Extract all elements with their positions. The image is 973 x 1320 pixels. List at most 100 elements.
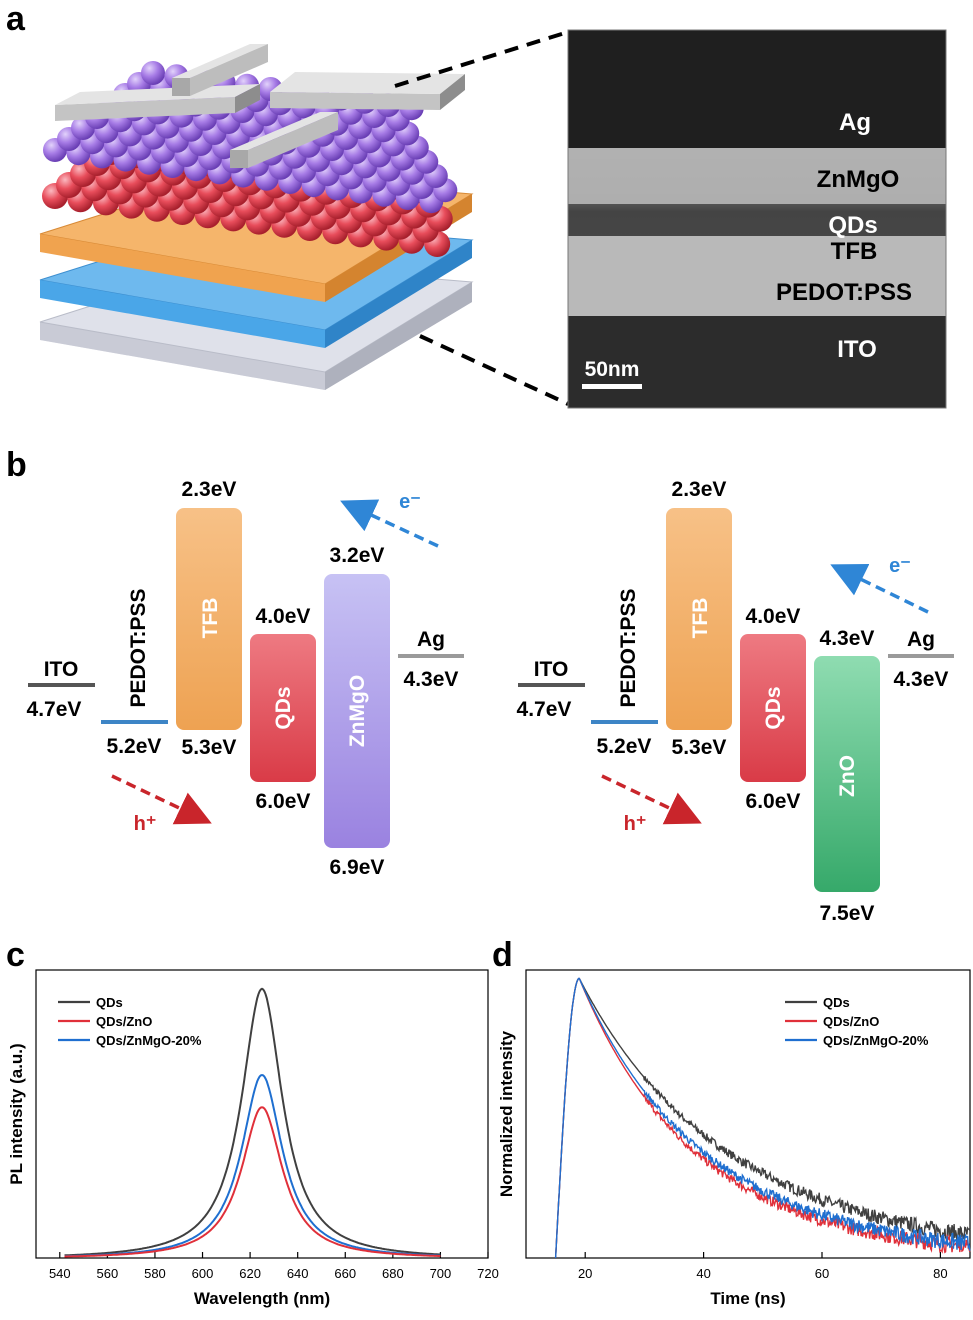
panel-letter-b: b <box>6 446 27 484</box>
qds-bottom: 6.0eV <box>256 790 311 813</box>
zoom-line-top <box>394 30 569 88</box>
x-tick-label: 20 <box>578 1266 592 1281</box>
x-axis-label: Wavelength (nm) <box>194 1289 330 1308</box>
y-axis-label: PL intensity (a.u.) <box>7 1043 26 1184</box>
tfb-top: 2.3eV <box>672 478 727 501</box>
legend-label: QDs/ZnO <box>823 1014 879 1029</box>
x-tick-label: 620 <box>239 1266 261 1281</box>
tfb-label: TFB <box>199 598 222 639</box>
qds-band <box>250 634 316 782</box>
pedot-value: 5.2eV <box>597 735 652 758</box>
tfb-bottom: 5.3eV <box>672 736 727 759</box>
tem-label-ag: Ag <box>839 109 871 136</box>
x-tick-label: 60 <box>815 1266 829 1281</box>
tfb-band <box>666 508 732 730</box>
nanoparticle-sphere <box>141 61 165 85</box>
plot-frame <box>35 969 489 1259</box>
qds-label: QDs <box>272 686 295 729</box>
qds-top: 4.0eV <box>256 605 311 628</box>
tem-label-pedot: PEDOT:PSS <box>776 279 912 306</box>
x-tick-label: 40 <box>696 1266 710 1281</box>
tem-label-ito: ITO <box>837 336 877 363</box>
electron-arrow <box>340 499 439 548</box>
ito-label: ITO <box>44 658 79 681</box>
ito-value: 4.7eV <box>27 698 82 721</box>
x-tick-label: 640 <box>287 1266 309 1281</box>
hole-label: h⁺ <box>134 813 157 835</box>
panel-letter-a: a <box>6 0 25 38</box>
x-tick-label: 540 <box>49 1266 71 1281</box>
znmgo-band <box>324 574 390 848</box>
ito-label: ITO <box>534 658 569 681</box>
ito-value: 4.7eV <box>517 698 572 721</box>
series-line-qds-znmgo-20- <box>554 977 971 1259</box>
qds-band <box>740 634 806 782</box>
hole-arrow <box>601 774 702 825</box>
zoom-line-bottom <box>419 334 569 406</box>
x-axis-label: Time (ns) <box>710 1289 785 1308</box>
tfb-bottom: 5.3eV <box>182 736 237 759</box>
x-tick-label: 700 <box>430 1266 452 1281</box>
band-diagram-zno: ITO 4.7eV PEDOT:PSS 5.2eV TFB 2.3eV 5.3e… <box>517 478 954 925</box>
x-tick-label: 580 <box>144 1266 166 1281</box>
electron-label: e⁻ <box>399 491 421 513</box>
energy-band-diagrams: ITO 4.7eV PEDOT:PSS 5.2eV TFB 2.3eV 5.3e… <box>27 478 954 925</box>
zno-top: 4.3eV <box>820 627 875 650</box>
panel-letter-c: c <box>6 936 25 974</box>
ag-electrodes <box>55 44 465 168</box>
series-line-qds-znmgo-20- <box>64 1073 441 1258</box>
tfb-top: 2.3eV <box>182 478 237 501</box>
qds-label: QDs <box>762 686 785 729</box>
ag-label: Ag <box>907 628 935 651</box>
series-line-qds-zno <box>64 1106 441 1258</box>
legend-label: QDs/ZnO <box>96 1014 152 1029</box>
y-axis-label: Normalized intensity <box>497 1030 516 1197</box>
zno-band <box>814 656 880 892</box>
electron-label: e⁻ <box>889 555 911 577</box>
x-tick-label: 720 <box>477 1266 499 1281</box>
znmgo-bottom: 6.9eV <box>330 856 385 879</box>
znmgo-label: ZnMgO <box>346 675 369 747</box>
electron-arrow <box>830 563 929 614</box>
panel-letter-d: d <box>492 936 513 974</box>
tfb-band <box>176 508 242 730</box>
x-tick-label: 560 <box>97 1266 119 1281</box>
device-schematic: Ag ZnMgO QDs TFB PEDOT:PSS ITO 50nm <box>39 29 947 409</box>
hole-arrow <box>111 774 212 825</box>
tem-label-znmgo: ZnMgO <box>817 166 900 193</box>
x-tick-label: 680 <box>382 1266 404 1281</box>
zno-label: ZnO <box>836 755 859 797</box>
znmgo-top: 3.2eV <box>330 544 385 567</box>
band-diagram-znmgo: ITO 4.7eV PEDOT:PSS 5.2eV TFB 2.3eV 5.3e… <box>27 478 464 879</box>
tem-cross-section-image <box>567 29 947 409</box>
qds-bottom: 6.0eV <box>746 790 801 813</box>
tfb-label: TFB <box>689 598 712 639</box>
series-line-qds-zno <box>554 977 971 1259</box>
pedot-label: PEDOT:PSS <box>617 588 640 707</box>
ag-value: 4.3eV <box>404 668 459 691</box>
pedot-value: 5.2eV <box>107 735 162 758</box>
ag-value: 4.3eV <box>894 668 949 691</box>
tem-label-tfb: TFB <box>831 238 878 265</box>
plot-frame <box>525 969 971 1259</box>
x-tick-label: 660 <box>334 1266 356 1281</box>
tem-label-qds: QDs <box>828 212 877 239</box>
legend-label: QDs/ZnMgO-20% <box>823 1033 929 1048</box>
hole-label: h⁺ <box>624 813 647 835</box>
zno-bottom: 7.5eV <box>820 902 875 925</box>
x-tick-label: 80 <box>933 1266 947 1281</box>
legend-label: QDs <box>96 995 123 1010</box>
pedot-label: PEDOT:PSS <box>127 588 150 707</box>
scale-bar <box>582 384 642 389</box>
scale-bar-label: 50nm <box>585 358 640 381</box>
series-line-qds <box>554 977 971 1259</box>
ag-label: Ag <box>417 628 445 651</box>
series-line-qds <box>64 987 441 1257</box>
legend-label: QDs/ZnMgO-20% <box>96 1033 202 1048</box>
